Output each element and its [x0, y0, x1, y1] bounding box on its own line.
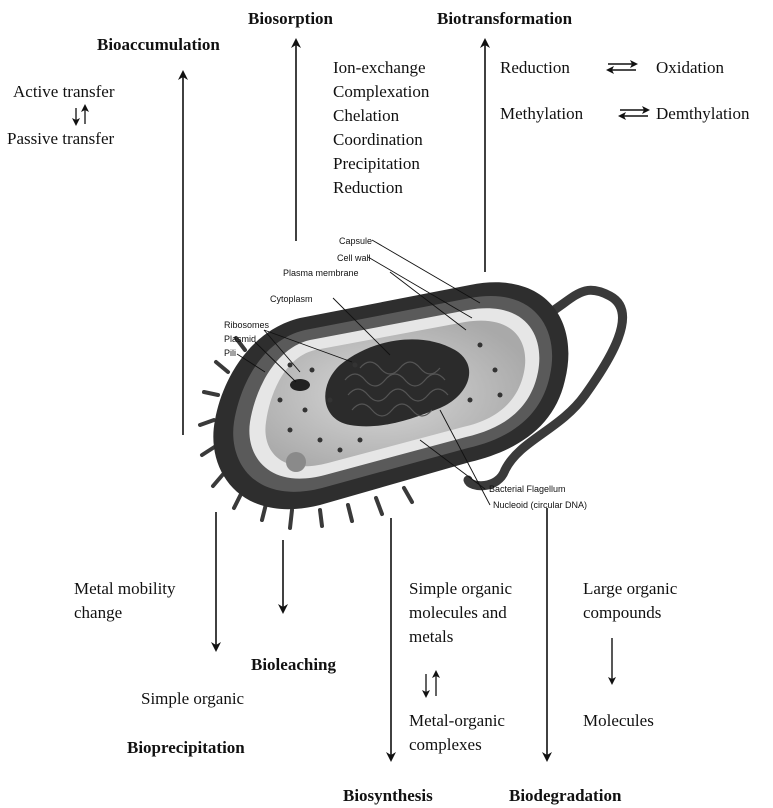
biosynthesis-reactant-line1: Simple organic: [409, 577, 512, 601]
label-nucleoid: Nucleoid (circular DNA): [493, 500, 587, 510]
molecules-text: Molecules: [583, 709, 654, 733]
passive-transfer-text: Passive transfer: [7, 127, 114, 151]
title-bioleaching: Bioleaching: [251, 653, 336, 677]
title-biosorption: Biosorption: [248, 7, 333, 31]
title-biodegradation: Biodegradation: [509, 784, 621, 808]
title-bioaccumulation: Bioaccumulation: [97, 33, 220, 57]
plasmid: [290, 379, 310, 391]
title-biotransformation: Biotransformation: [437, 7, 572, 31]
simple-organic-text: Simple organic: [141, 687, 244, 711]
active-transfer-text: Active transfer: [13, 80, 114, 104]
bacterium-illustration: Capsule Cell wall Plasma membrane Cytopl…: [200, 236, 623, 528]
label-pili: Pili: [224, 348, 236, 358]
label-capsule: Capsule: [339, 236, 372, 246]
title-bioprecipitation: Bioprecipitation: [127, 736, 245, 760]
label-flagellum: Bacterial Flagellum: [489, 484, 566, 494]
methylation-text: Methylation: [500, 102, 583, 126]
reduction-text: Reduction: [500, 56, 570, 80]
biosynthesis-reactant-line2: molecules and: [409, 601, 507, 625]
label-cytoplasm: Cytoplasm: [270, 294, 313, 304]
methylation-demethylation-equilibrium-arrow: [620, 110, 648, 116]
biosynthesis-reactant-line3: metals: [409, 625, 453, 649]
label-cell-wall: Cell wall: [337, 253, 371, 263]
mechanism-item: Chelation: [333, 104, 429, 128]
demethylation-text: Demthylation: [656, 102, 749, 126]
biosorption-mechanism-list: Ion-exchange Complexation Chelation Coor…: [333, 56, 429, 200]
label-ribosomes: Ribosomes: [224, 320, 270, 330]
label-plasmid: Plasmid: [224, 334, 256, 344]
mechanism-item: Coordination: [333, 128, 429, 152]
metal-mobility-text-line2: change: [74, 601, 122, 625]
metal-mobility-text-line1: Metal mobility: [74, 577, 176, 601]
biosynthesis-product-line1: Metal-organic: [409, 709, 505, 733]
label-plasma-membrane: Plasma membrane: [283, 268, 359, 278]
mechanism-item: Reduction: [333, 176, 429, 200]
biosynthesis-product-line2: complexes: [409, 733, 482, 757]
title-biosynthesis: Biosynthesis: [343, 784, 433, 808]
large-organic-line1: Large organic: [583, 577, 677, 601]
large-organic-line2: compounds: [583, 601, 661, 625]
mechanism-item: Precipitation: [333, 152, 429, 176]
reduction-oxidation-equilibrium-arrow: [608, 64, 636, 70]
mechanism-item: Complexation: [333, 80, 429, 104]
oxidation-text: Oxidation: [656, 56, 724, 80]
mechanism-item: Ion-exchange: [333, 56, 429, 80]
